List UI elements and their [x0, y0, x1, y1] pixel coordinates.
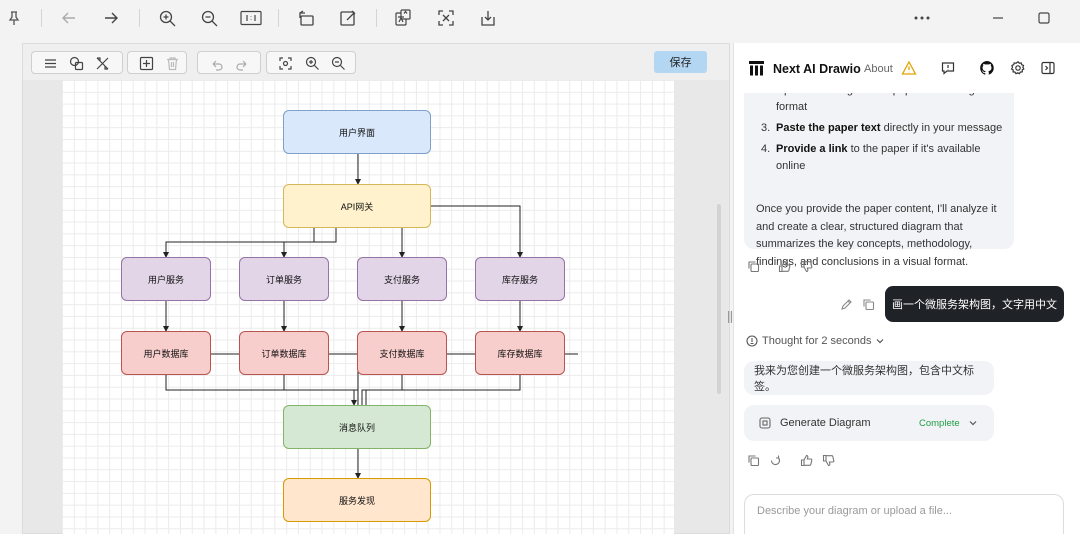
thought-toggle[interactable]: Thought for 2 seconds — [746, 335, 885, 347]
regenerate-icon[interactable] — [769, 454, 782, 467]
chevron-down-icon[interactable] — [968, 418, 978, 428]
menu-icon[interactable] — [42, 55, 59, 72]
rotate-icon[interactable] — [292, 5, 320, 31]
node-order-db[interactable]: 订单数据库 — [239, 331, 329, 375]
feedback-icon[interactable] — [940, 60, 956, 76]
node-user-db[interactable]: 用户数据库 — [121, 331, 211, 375]
cpu-icon — [759, 417, 771, 429]
assistant-message: 我来为您创建一个微服务架构图，包含中文标签。 — [744, 361, 994, 395]
thumbs-up-icon[interactable] — [778, 260, 791, 273]
list-item: 4. Provide a link to the paper if it's a… — [761, 143, 981, 172]
translate-icon[interactable] — [389, 5, 417, 31]
instruction-list: Upload an image of the paper in an image… — [756, 82, 1008, 179]
node-api-gateway[interactable]: API网关 — [283, 184, 431, 228]
node-order-service[interactable]: 订单服务 — [239, 257, 329, 301]
view-group — [266, 51, 356, 74]
forward-arrow-icon[interactable] — [97, 5, 125, 31]
zoom-in-icon[interactable] — [153, 5, 181, 31]
copy-icon[interactable] — [747, 454, 760, 467]
node-payment-service[interactable]: 支付服务 — [357, 257, 447, 301]
more-options-icon[interactable] — [908, 5, 936, 31]
copy-icon[interactable] — [862, 298, 875, 311]
pin-icon[interactable] — [0, 5, 28, 31]
copy-icon[interactable] — [747, 260, 760, 273]
undo-icon[interactable] — [208, 55, 225, 72]
chevron-down-icon — [877, 339, 884, 344]
tool-name: Generate Diagram — [780, 417, 871, 429]
github-icon[interactable] — [979, 60, 995, 76]
node-service-discovery[interactable]: 服务发现 — [283, 478, 431, 522]
diagram-editor: 保存 — [22, 43, 730, 534]
tool-call-card[interactable]: Generate Diagram Complete — [744, 405, 994, 441]
back-arrow-icon[interactable] — [55, 5, 83, 31]
node-payment-db[interactable]: 支付数据库 — [357, 331, 447, 375]
panel-resize-handle[interactable] — [727, 310, 733, 324]
insert-group — [127, 51, 187, 74]
redo-icon[interactable] — [234, 55, 251, 72]
zoom-out-icon[interactable] — [195, 5, 223, 31]
actual-size-icon[interactable] — [237, 5, 265, 31]
chat-panel: Upload an image of the paper in an image… — [733, 43, 1080, 534]
about-link[interactable]: About — [864, 63, 893, 75]
tools-icon[interactable] — [94, 55, 111, 72]
editor-toolbar: 保存 — [23, 44, 729, 80]
save-button[interactable]: 保存 — [654, 51, 707, 73]
node-user-service[interactable]: 用户服务 — [121, 257, 211, 301]
thumbs-down-icon[interactable] — [822, 454, 835, 467]
zoom-in-icon[interactable] — [304, 55, 321, 72]
chat-header: Next AI Drawio About — [734, 43, 1080, 93]
node-user-interface[interactable]: 用户界面 — [283, 110, 431, 154]
node-inventory-db[interactable]: 库存数据库 — [475, 331, 565, 375]
zoom-out-icon[interactable] — [330, 55, 347, 72]
download-icon[interactable] — [474, 5, 502, 31]
thought-label: Thought for 2 seconds — [762, 335, 872, 347]
settings-gear-icon[interactable] — [1010, 60, 1026, 76]
canvas-scrollbar[interactable] — [717, 204, 721, 394]
user-message: 画一个微服务架构图，文字用中文 — [885, 286, 1064, 322]
chat-input-box — [744, 494, 1064, 534]
maximize-icon[interactable] — [1030, 5, 1058, 31]
delete-icon[interactable] — [164, 55, 181, 72]
node-message-queue[interactable]: 消息队列 — [283, 405, 431, 449]
lightbulb-icon — [746, 335, 758, 347]
thumbs-down-icon[interactable] — [800, 260, 813, 273]
shapes-icon[interactable] — [68, 55, 85, 72]
format-group — [31, 51, 123, 74]
minimize-icon[interactable] — [984, 5, 1012, 31]
diagram-canvas[interactable]: 用户界面 API网关 用户服务 订单服务 支付服务 库存服务 用户数据库 订单数… — [62, 80, 674, 534]
warning-icon[interactable] — [901, 60, 917, 76]
list-item: 3. Paste the paper text directly in your… — [761, 122, 1003, 134]
message-paragraph: Once you provide the paper content, I'll… — [756, 203, 997, 268]
scan-close-icon[interactable] — [432, 5, 460, 31]
fit-icon[interactable] — [277, 55, 294, 72]
app-logo-icon — [749, 61, 764, 76]
assistant-message: Upload an image of the paper in an image… — [744, 73, 1014, 268]
top-toolbar — [0, 0, 1080, 38]
chat-input[interactable] — [757, 505, 1052, 517]
tool-status-badge: Complete — [919, 418, 960, 429]
app-title: Next AI Drawio — [773, 62, 861, 76]
node-inventory-service[interactable]: 库存服务 — [475, 257, 565, 301]
history-group — [197, 51, 261, 74]
edit-icon[interactable] — [334, 5, 362, 31]
thumbs-up-icon[interactable] — [800, 454, 813, 467]
insert-icon[interactable] — [138, 55, 155, 72]
edit-message-icon[interactable] — [840, 298, 853, 311]
panel-toggle-icon[interactable] — [1040, 60, 1056, 76]
